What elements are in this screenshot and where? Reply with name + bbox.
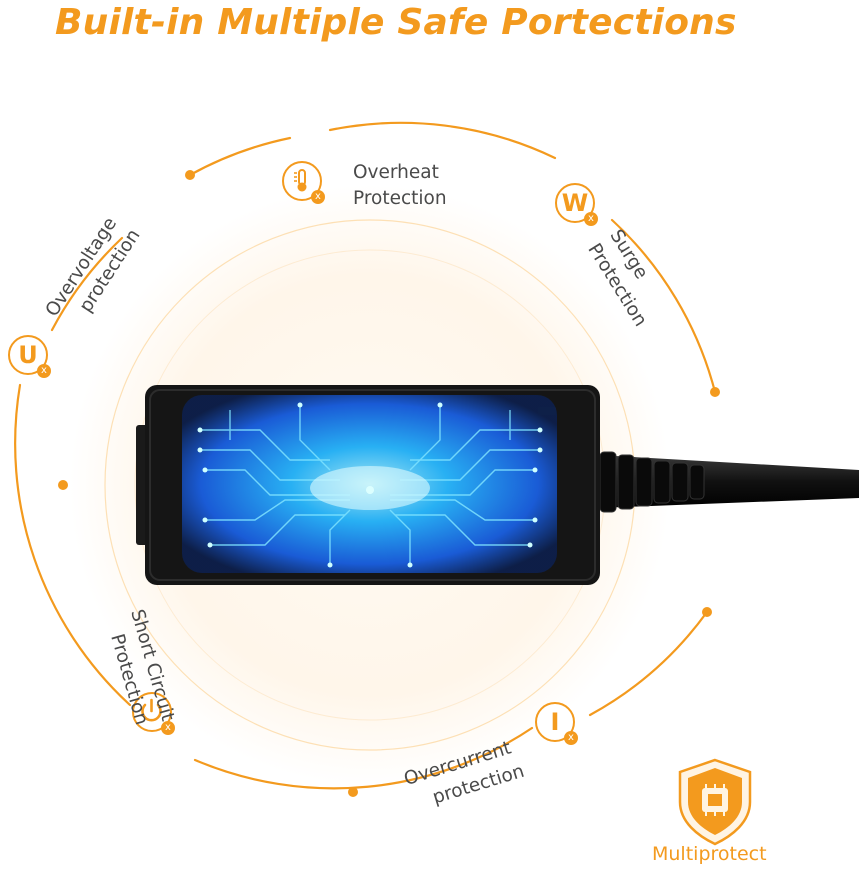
ring-dots: [58, 170, 720, 797]
power-glyph: [141, 698, 162, 722]
power-icon: x: [132, 692, 175, 735]
disabled-badge: x: [37, 364, 51, 378]
thermometer-glyph: [294, 169, 307, 192]
core-glow: [310, 466, 430, 510]
disabled-badge: x: [564, 731, 578, 745]
voltage-icon: U x: [8, 335, 51, 378]
multiprotect-label: Multiprotect: [652, 843, 767, 865]
shield-chip-icon: [678, 758, 752, 846]
disabled-badge: x: [584, 212, 598, 226]
disabled-badge: x: [311, 190, 325, 204]
surge-icon: W x: [555, 183, 598, 226]
power-cable: [598, 451, 859, 513]
page-headline: Built-in Multiple Safe Portections: [55, 2, 737, 43]
overheat-label: Overheat Protection: [353, 162, 447, 209]
circuit-traces: [200, 405, 540, 565]
outer-ring: [14, 121, 717, 790]
thermometer-icon: x: [282, 161, 325, 204]
disabled-badge: x: [161, 721, 175, 735]
current-icon: I x: [535, 702, 578, 745]
